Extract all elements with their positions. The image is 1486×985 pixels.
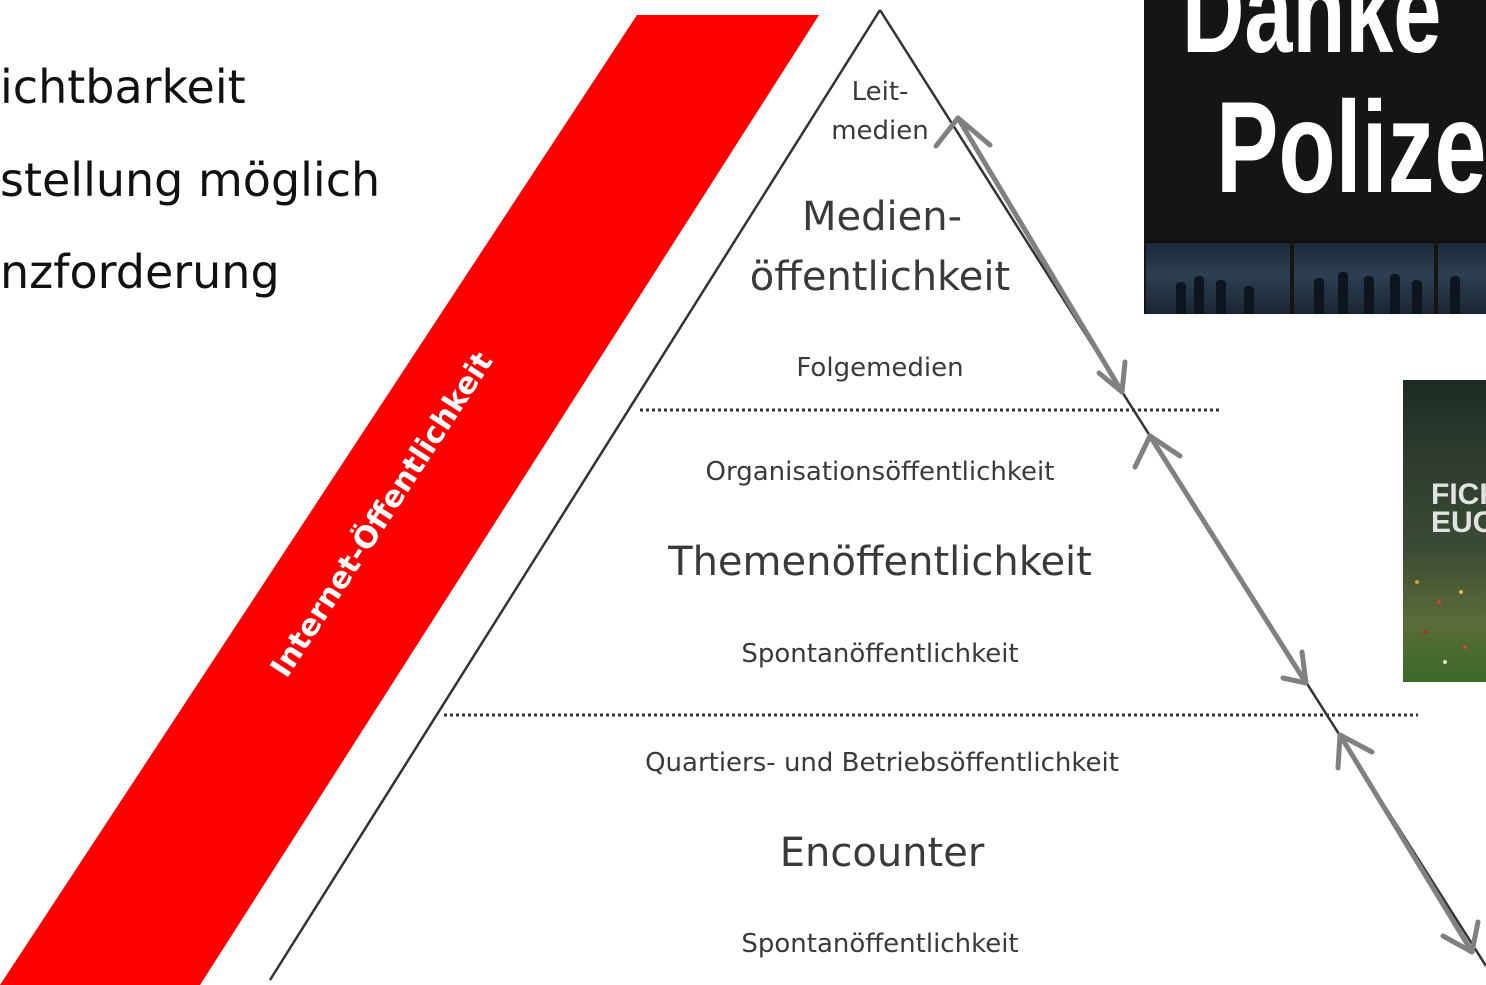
arrow-head-down-1	[1096, 359, 1128, 395]
level-top-main-label-line2: öffentlichkeit	[750, 254, 1010, 300]
bullet-item-2: stellung möglich	[0, 153, 381, 207]
bullet-item-3: nzforderung	[0, 245, 280, 299]
arrow-head-down-2	[1280, 649, 1309, 686]
stadium-crowd-photo: FICK EUC	[1403, 380, 1486, 682]
level-middle-main-label: Themenöffentlichkeit	[667, 539, 1092, 585]
level-bottom-minor-label: Quartiers- und Betriebsöffentlichkeit	[645, 748, 1119, 778]
newspaper-thumbnail-2	[1294, 241, 1434, 314]
level-top-minor-label-line1: Leit-	[852, 77, 909, 107]
level-top-bottom-label: Folgemedien	[796, 353, 963, 383]
stadium-banner-line1: FICK	[1431, 478, 1486, 511]
stadium-banner-line2: EUC	[1431, 506, 1486, 539]
arrow-segment-2	[1147, 433, 1309, 686]
level-top-minor-label-line2: medien	[831, 116, 929, 146]
internet-public-sphere-band	[0, 15, 819, 985]
level-bottom-bottom-label: Spontanöffentlichkeit	[741, 929, 1018, 959]
arrow-segment-1	[955, 115, 1125, 395]
level-middle-bottom-label: Spontanöffentlichkeit	[741, 639, 1018, 669]
arrow-head-up-3	[1335, 732, 1375, 771]
arrow-head-down-3	[1440, 919, 1481, 955]
bullet-item-1: ichtbarkeit	[0, 60, 246, 114]
arrow-segment-3	[1337, 732, 1475, 955]
level-bottom-main-label: Encounter	[780, 830, 985, 876]
newspaper-front-page-photo: Danke Polize	[1144, 0, 1486, 314]
level-middle-minor-label: Organisationsöffentlichkeit	[706, 457, 1055, 487]
newspaper-headline-line2: Polize	[1216, 74, 1486, 220]
newspaper-thumbnail-1	[1146, 241, 1290, 314]
flow-arrows	[933, 115, 1481, 955]
arrow-head-up-1	[933, 115, 993, 149]
arrow-head-up-2	[1132, 433, 1183, 470]
newspaper-headline-line1: Danke	[1182, 0, 1442, 78]
newspaper-thumbnail-3	[1438, 241, 1486, 314]
pyramid-left-edge	[268, 9, 882, 981]
level-top-main-label-line1: Medien-	[802, 194, 962, 240]
